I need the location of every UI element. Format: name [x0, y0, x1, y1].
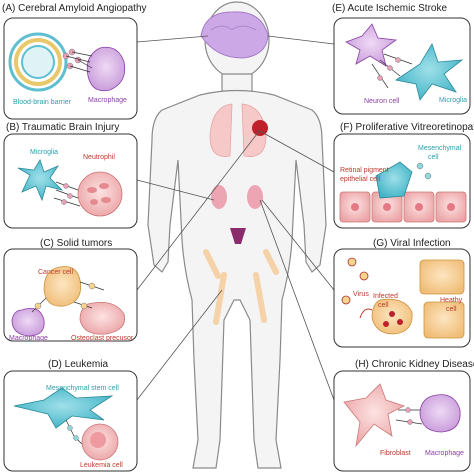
connector-lines — [136, 35, 335, 401]
neutrophil-label: Neutrophil — [83, 154, 115, 161]
panel-f-title: (F) Proliferative Vitreoretinopathy — [340, 122, 474, 133]
panel-g — [333, 248, 471, 348]
cancer-cell — [43, 266, 82, 307]
bones — [203, 249, 279, 325]
bladder-organ — [230, 228, 246, 244]
mesenchymal-cell — [375, 161, 413, 199]
macrophage-label-a: Macrophage — [88, 97, 127, 104]
osteoclast-cell — [79, 301, 125, 335]
panel-a — [3, 17, 138, 120]
macrophage-label-h: Macrophage — [425, 450, 464, 457]
rpe-label-line1: Retinal pigment — [340, 167, 389, 174]
cancer-cell-label: Cancer cell — [38, 269, 73, 276]
macrophage-cell-c — [11, 307, 45, 337]
infected-label-line1: Infected — [373, 293, 398, 300]
kidneys-organ — [211, 185, 263, 209]
microglia-label-e: Microglia — [439, 97, 467, 104]
panel-c-title: (C) Solid tumors — [40, 238, 112, 249]
panel-b — [3, 133, 138, 229]
panel-a-title: (A) Cerebral Amyloid Angiopathy — [2, 3, 147, 14]
panel-h — [333, 370, 471, 472]
human-body — [147, 1, 327, 469]
top-cell — [419, 259, 465, 295]
panel-b-title: (B) Traumatic Brain Injury — [6, 122, 119, 133]
virus-particles — [341, 257, 369, 305]
panel-e-title: (E) Acute Ischemic Stroke — [332, 3, 447, 14]
blood-vessel — [8, 32, 68, 92]
panel-g-title: (G) Viral Infection — [373, 238, 451, 249]
fibroblast-cell — [343, 383, 406, 448]
tumor-marker — [252, 120, 268, 136]
mesenchymal-stem-cell-label: Mesenchymal stem cell — [46, 385, 119, 392]
panel-d — [3, 370, 138, 472]
microglia-cell-e — [394, 43, 464, 101]
infected-label-line2: cell — [378, 302, 389, 309]
mesenchymal-stem-cell — [13, 387, 114, 429]
healthy-cell — [423, 301, 465, 339]
leukemia-cell-label: Leukemia cell — [80, 462, 123, 469]
blood-brain-barrier-label: Blood-brain barrier — [13, 99, 72, 106]
panel-h-title: (H) Chronic Kidney Disease — [355, 359, 474, 370]
mesenchymal-label-line1: Mesenchymal — [418, 145, 462, 152]
fibroblast-label: Fibroblast — [380, 450, 411, 457]
neuron-cell-label: Neuron cell — [364, 98, 400, 105]
mesenchymal-label-line2: cell — [428, 154, 439, 161]
microglia-cell — [17, 159, 64, 202]
microglia-label-b: Microglia — [30, 149, 58, 156]
rpe-label-line2: epithelial cell — [340, 176, 381, 183]
macrophage-cell-h — [419, 394, 461, 433]
neutrophil-cell — [77, 171, 123, 217]
panel-c — [3, 248, 138, 342]
neuron-cell — [345, 23, 398, 67]
macrophage-label-c: Macrophage — [9, 335, 48, 342]
panel-d-title: (D) Leukemia — [48, 359, 108, 370]
osteoclast-label: Osteoclast precusor — [71, 335, 134, 342]
panel-e — [333, 17, 471, 115]
virus-label: Virus — [353, 291, 369, 298]
healthy-label-line2: cell — [446, 306, 457, 313]
panel-f — [333, 133, 471, 229]
macrophage-cell — [86, 46, 126, 92]
healthy-label-line1: Heathy — [440, 297, 463, 304]
